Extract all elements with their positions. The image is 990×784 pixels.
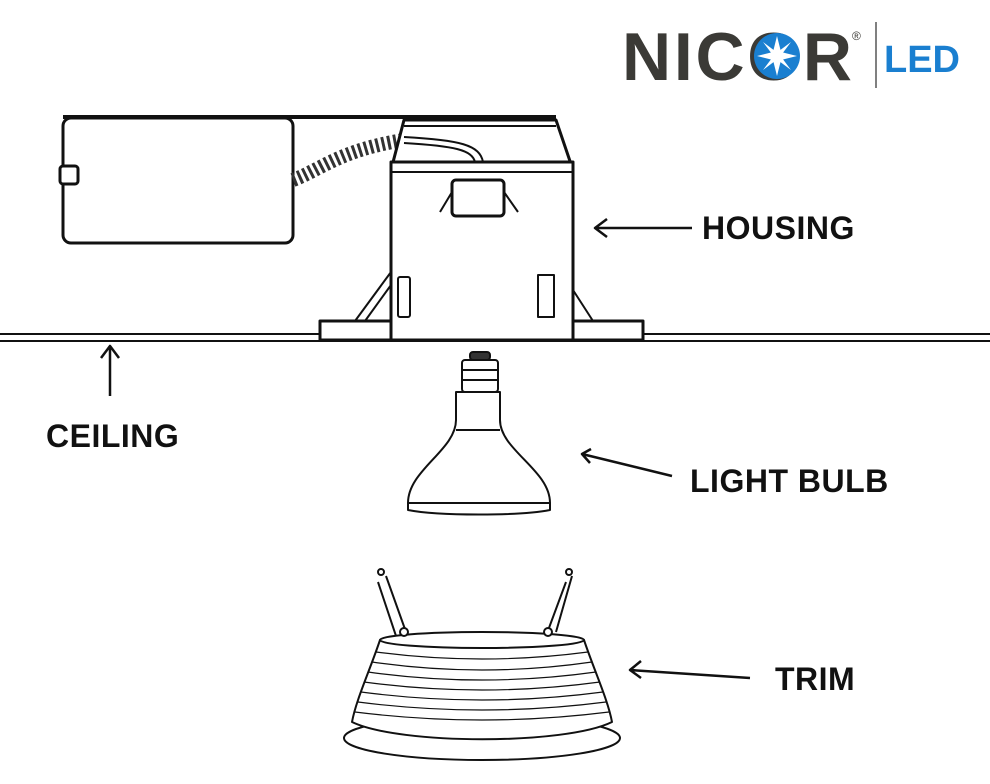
housing-label: HOUSING: [702, 210, 855, 246]
arrows: [100, 218, 751, 680]
light-bulb-label: LIGHT BULB: [690, 463, 889, 499]
ceiling-label: CEILING: [46, 418, 180, 454]
bulb-arrow: [580, 447, 673, 478]
housing: [58, 115, 645, 342]
svg-text:NICOR: NICOR: [622, 19, 852, 95]
nicor-logo: NICOR ® LED: [622, 19, 960, 95]
housing-arrow: [593, 218, 692, 238]
light-bulb: [407, 351, 551, 516]
ceiling-arrow: [100, 344, 120, 396]
trim: [343, 568, 621, 761]
trim-arrow: [628, 660, 751, 680]
starburst-icon: [757, 36, 797, 76]
svg-text:LED: LED: [884, 39, 960, 81]
trim-label: TRIM: [775, 661, 856, 697]
svg-text:®: ®: [852, 29, 861, 43]
